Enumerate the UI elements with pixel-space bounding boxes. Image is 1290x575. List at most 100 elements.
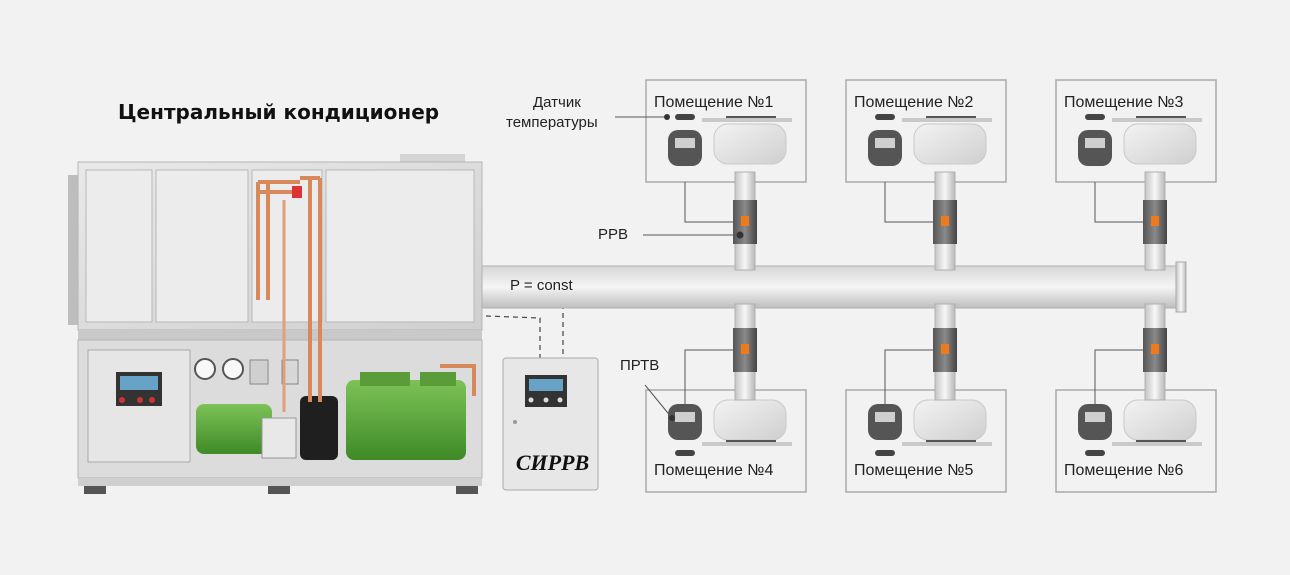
rrv-label: РРВ — [598, 226, 629, 243]
valve-actuator — [941, 216, 949, 226]
side-flange — [68, 175, 78, 325]
copper-pipe — [256, 180, 300, 300]
sensor-label-line1: Датчик — [533, 94, 581, 111]
control-wire — [1094, 349, 1143, 404]
room-2 — [845, 79, 1007, 183]
controller-display — [529, 379, 563, 391]
room-1 — [645, 79, 807, 183]
sensor-label-line2: температуры — [506, 114, 598, 131]
pressure-label: P = const — [510, 277, 573, 294]
diagram-title: Центральный кондиционер — [118, 100, 440, 124]
control-wire — [684, 349, 733, 404]
diffuser-rail — [1112, 442, 1202, 446]
thermostat-screen — [675, 138, 695, 148]
cabinet-indicator — [137, 397, 143, 403]
main-duct — [481, 261, 1187, 313]
compressor-left — [196, 404, 272, 454]
temperature-sensor-icon — [675, 450, 695, 456]
thermostat-screen — [875, 412, 895, 422]
room-label-3: Помещение №3 — [1064, 94, 1184, 111]
valve-block — [249, 359, 269, 385]
cabinet-indicator — [149, 397, 155, 403]
branch-5 — [884, 303, 957, 404]
room-label-6: Помещение №6 — [1064, 462, 1184, 479]
valve-actuator — [741, 216, 749, 226]
foot — [268, 486, 290, 494]
room-label-1: Помещение №1 — [654, 94, 774, 111]
control-wire — [1094, 182, 1143, 223]
air-handling-unit — [68, 154, 483, 494]
control-wire — [884, 182, 933, 223]
thermostat-screen — [1085, 412, 1105, 422]
room-6 — [1055, 389, 1217, 493]
main-duct-end-cap — [1175, 261, 1187, 313]
temperature-sensor-icon — [675, 114, 695, 120]
control-line — [485, 315, 541, 358]
prtv-callout-line — [644, 384, 673, 419]
controller-brand: СИРРВ — [515, 450, 590, 475]
compressor-head — [420, 372, 456, 386]
diffuser — [1123, 399, 1197, 441]
room-label-5: Помещение №5 — [854, 462, 974, 479]
prtv-callout-dot — [669, 415, 675, 421]
cabinet-display — [120, 376, 158, 390]
diffuser — [713, 123, 787, 165]
room-4 — [645, 389, 807, 493]
temperature-sensor-icon — [1085, 114, 1105, 120]
temperature-sensor-icon — [875, 450, 895, 456]
room-5 — [845, 389, 1007, 493]
temperature-sensor-icon — [875, 114, 895, 120]
valve-actuator — [1151, 344, 1159, 354]
compressor-right — [346, 380, 466, 460]
diffuser — [1123, 123, 1197, 165]
valve-actuator — [1151, 216, 1159, 226]
expansion-valve — [292, 186, 302, 198]
diffuser-rail — [702, 118, 792, 122]
oil-separator — [261, 417, 297, 459]
copper-pipe — [440, 364, 476, 396]
control-wire — [684, 182, 733, 223]
sensor-callout-dot — [664, 114, 670, 120]
branch-2 — [884, 171, 957, 271]
base-frame — [78, 478, 482, 486]
valve-block — [281, 359, 299, 385]
valve-actuator — [741, 344, 749, 354]
rrv-callout-dot — [736, 231, 744, 239]
foot — [84, 486, 106, 494]
compressor-head — [360, 372, 410, 386]
branch-6 — [1094, 303, 1167, 404]
cabinet-lock — [513, 420, 517, 424]
copper-pipe — [300, 176, 322, 402]
diffuser — [913, 123, 987, 165]
room-3 — [1055, 79, 1217, 183]
diffuser — [913, 399, 987, 441]
top-flange — [400, 154, 465, 164]
diffuser-rail-dark — [726, 116, 776, 118]
diffuser-rail-dark — [726, 440, 776, 442]
valve-actuator — [941, 344, 949, 354]
thermostat-screen — [1085, 138, 1105, 148]
cabinet-indicator — [119, 397, 125, 403]
prtv-label: ПРТВ — [620, 357, 660, 374]
diffuser-rail — [902, 118, 992, 122]
controller-button — [543, 397, 549, 403]
control-wire — [884, 349, 933, 404]
thermostat-screen — [675, 412, 695, 422]
thermostat-screen — [875, 138, 895, 148]
upper-panel-1 — [85, 169, 153, 323]
diffuser-rail-dark — [926, 116, 976, 118]
pressure-gauge-icon — [222, 358, 244, 380]
controller-button — [528, 397, 534, 403]
pressure-gauge-icon — [194, 358, 216, 380]
diffuser-rail-dark — [1136, 116, 1186, 118]
upper-panel-2 — [155, 169, 249, 323]
rooms-layer — [645, 79, 1217, 493]
main-duct-body — [481, 265, 1179, 309]
diffuser-rail — [902, 442, 992, 446]
branch-4 — [684, 303, 757, 404]
receiver-tank — [300, 396, 338, 460]
diffuser-rail — [1112, 118, 1202, 122]
branch-3 — [1094, 171, 1167, 271]
diffuser — [713, 399, 787, 441]
